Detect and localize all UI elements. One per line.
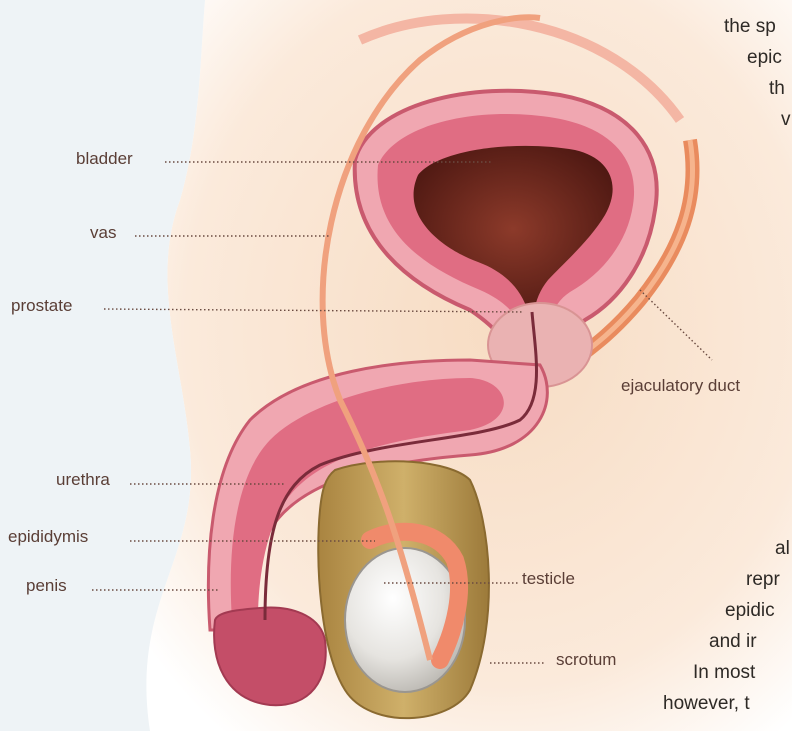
label-ejaculatory-duct: ejaculatory duct: [621, 376, 740, 396]
side-text-top-2: epic: [747, 47, 782, 69]
label-testicle: testicle: [522, 569, 575, 589]
label-urethra: urethra: [56, 470, 110, 490]
side-text-top-4: v: [781, 109, 791, 131]
side-text-bottom-3: epidic: [725, 600, 775, 622]
side-text-top-3: th: [769, 78, 785, 100]
label-prostate: prostate: [11, 296, 72, 316]
label-scrotum: scrotum: [556, 650, 616, 670]
side-text-bottom-5: In most: [693, 662, 755, 684]
label-penis: penis: [26, 576, 67, 596]
side-text-bottom-4: and ir: [709, 631, 757, 653]
side-text-top-1: the sp: [724, 16, 776, 38]
side-text-bottom-6: however, t: [663, 693, 750, 715]
label-vas: vas: [90, 223, 116, 243]
side-text-bottom-2: repr: [746, 569, 780, 591]
side-text-bottom-1: al: [775, 538, 790, 560]
label-bladder: bladder: [76, 149, 133, 169]
label-epididymis: epididymis: [8, 527, 88, 547]
